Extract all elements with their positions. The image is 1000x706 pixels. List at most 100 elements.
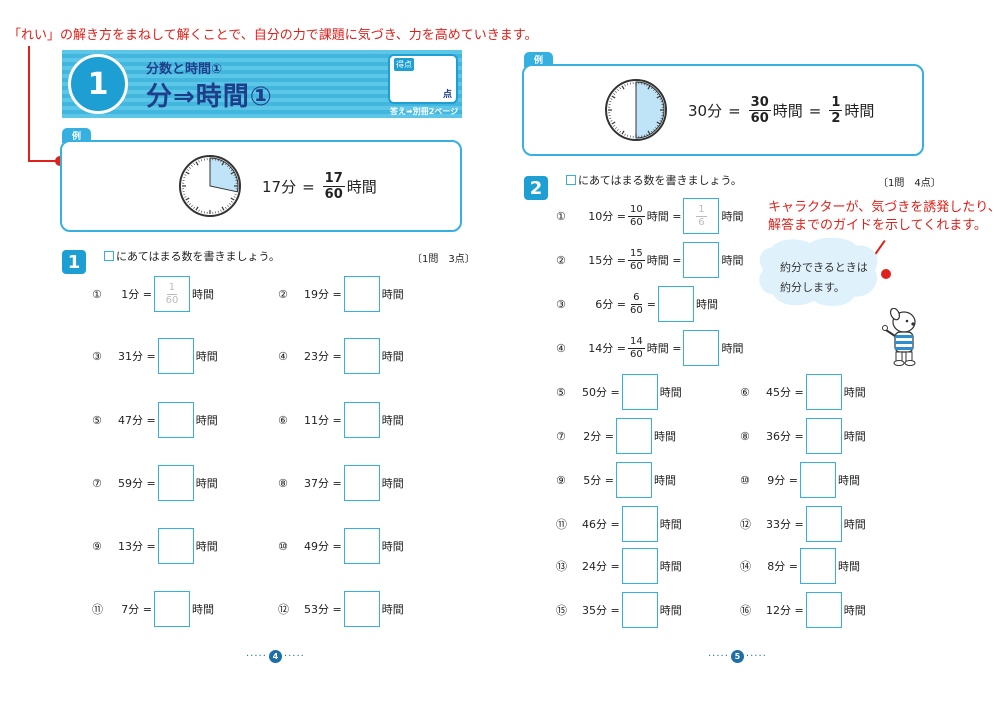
- answer-box[interactable]: [343, 465, 380, 501]
- answer-box[interactable]: [683, 330, 720, 366]
- answer-box[interactable]: [157, 465, 194, 501]
- problem-unit: 時間: [192, 288, 214, 301]
- answer-box[interactable]: [343, 402, 380, 438]
- clock-tick: [647, 130, 651, 135]
- problem-minutes: 1分 =: [121, 288, 152, 301]
- clock-tick: [233, 196, 236, 198]
- problem-minutes: 31分 =: [118, 350, 156, 363]
- answer-box[interactable]: [800, 548, 836, 584]
- problem-number: ②: [556, 253, 566, 267]
- clock-tick: [184, 196, 187, 198]
- problem-number: ③: [556, 297, 566, 311]
- clock-tick: [619, 130, 621, 133]
- answer-box[interactable]: [343, 591, 380, 627]
- answer-box[interactable]: [805, 506, 842, 542]
- answer-box[interactable]: [157, 528, 194, 564]
- problem-number: ⑥: [740, 385, 750, 399]
- answer-box[interactable]: [805, 592, 842, 628]
- problem-minutes: 23分 =: [304, 350, 342, 363]
- answer-box[interactable]: [616, 418, 652, 454]
- problem-number: ⑩: [740, 473, 750, 487]
- example-fraction-left: 17 60: [322, 171, 345, 201]
- problem-number: ③: [92, 349, 102, 363]
- answer-box[interactable]: [657, 286, 694, 322]
- clock-tick: [198, 209, 200, 212]
- fraction-denominator: 60: [630, 304, 643, 316]
- clock-tick: [234, 177, 237, 179]
- problem-minutes: 12分 =: [766, 604, 804, 617]
- answer-box[interactable]: [343, 276, 380, 312]
- answer-box[interactable]: [621, 548, 658, 584]
- answer-box[interactable]: [621, 592, 658, 628]
- clock-tick: [613, 93, 616, 95]
- answer-box[interactable]: [800, 462, 836, 498]
- clock-tick: [233, 174, 236, 176]
- clock-tick: [198, 160, 200, 163]
- fraction-denominator: 60: [165, 294, 179, 306]
- score-box[interactable]: 得点 点: [388, 54, 458, 104]
- clock-tick: [624, 133, 626, 136]
- problem-minutes: 10分 =: [588, 210, 626, 223]
- clock-tick: [611, 121, 616, 125]
- problem-unit-1: 時間 =: [646, 342, 682, 355]
- answer-box[interactable]: [157, 338, 194, 374]
- problem-minutes: 37分 =: [304, 477, 342, 490]
- fraction-numerator: 30: [748, 95, 771, 111]
- problem-number: ⑧: [740, 429, 750, 443]
- clock-tick: [653, 129, 655, 132]
- problem-unit: 時間: [838, 474, 860, 487]
- problem-unit: 時間: [843, 430, 866, 443]
- answer-box[interactable]: [621, 506, 658, 542]
- problem-number: ⑫: [278, 603, 289, 616]
- clock-tick: [193, 206, 195, 209]
- answer-box[interactable]: [805, 418, 842, 454]
- answer-box[interactable]: [343, 528, 380, 564]
- clock-tick: [187, 201, 190, 203]
- answer-box[interactable]: [343, 338, 380, 374]
- answer-box[interactable]: [157, 402, 194, 438]
- problem-number: ⑧: [278, 476, 288, 490]
- problem-unit-2: 時間: [721, 342, 744, 355]
- clock-tick: [656, 125, 659, 127]
- clock-tick: [627, 134, 629, 137]
- problem-minutes: 14分 =: [588, 342, 626, 355]
- answer-box[interactable]: [154, 591, 190, 627]
- problem-number: ②: [278, 287, 288, 301]
- dog-character-icon: [882, 308, 916, 366]
- problem-unit: 時間: [381, 288, 404, 301]
- clock-icon-right: [605, 79, 667, 141]
- fraction-numerator: 17: [322, 171, 345, 187]
- section1-instruction: にあてはまる数を書きましょう。: [104, 248, 280, 264]
- clock-tick: [627, 83, 629, 86]
- problem-unit-2: 時間: [721, 254, 744, 267]
- clock-tick: [183, 177, 186, 179]
- answer-box[interactable]: [683, 242, 720, 278]
- answer-box[interactable]: [805, 374, 842, 410]
- problem-minutes: 24分 =: [582, 560, 620, 573]
- section1-points: 〔1問 3点〕: [412, 254, 475, 265]
- problem-unit: 時間: [843, 518, 866, 531]
- clock-tick: [653, 88, 655, 91]
- problem-unit: 時間: [381, 477, 404, 490]
- problem-number: ④: [278, 349, 288, 363]
- answer-box[interactable]: [621, 374, 658, 410]
- example-tab-left: 例: [62, 128, 92, 143]
- answer-box[interactable]: [616, 462, 652, 498]
- problem-number: ①: [556, 209, 566, 223]
- clock-tick: [660, 101, 663, 103]
